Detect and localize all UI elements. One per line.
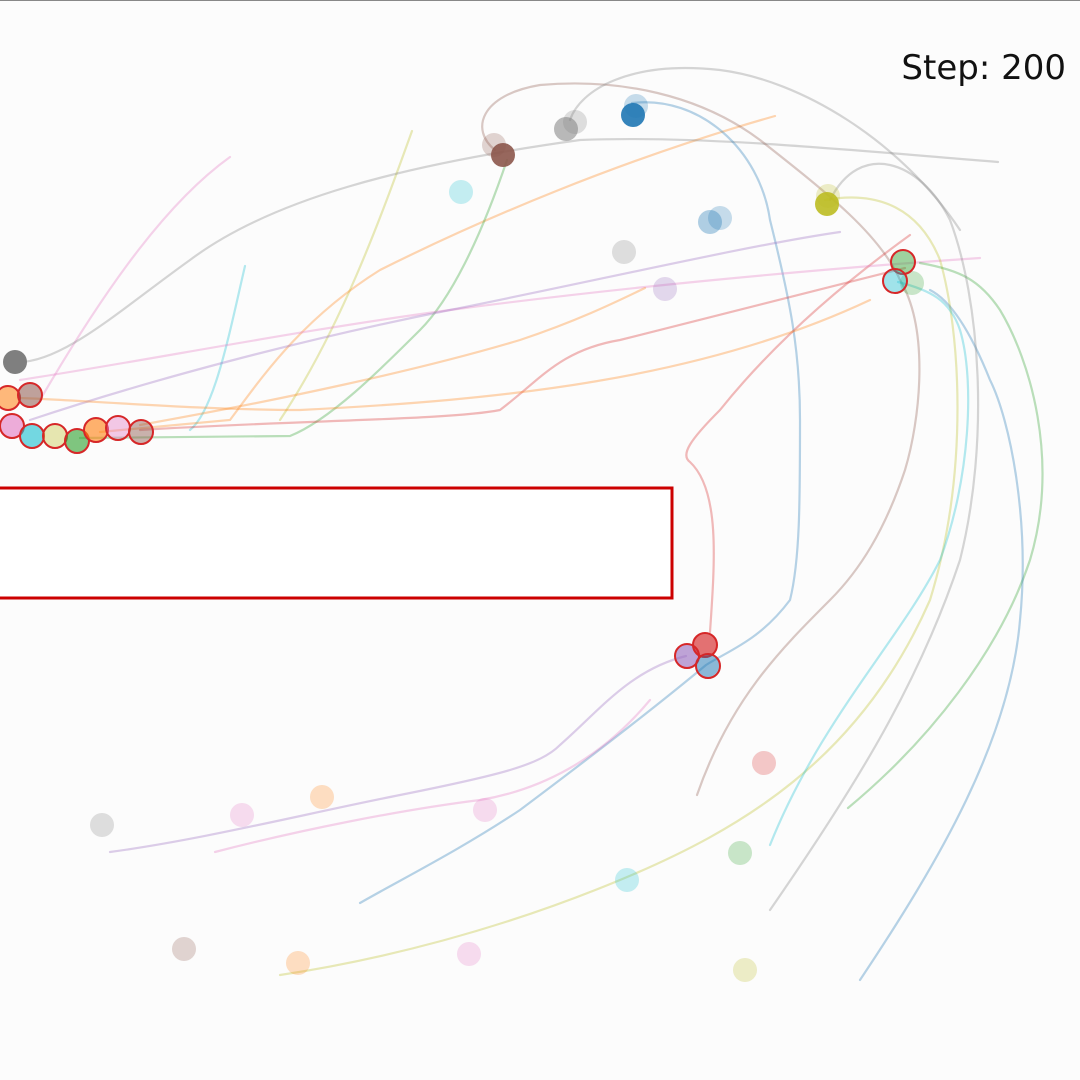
trajectory-trail [768, 162, 980, 912]
trajectory-trail [188, 264, 247, 432]
colliding-agent [19, 423, 45, 449]
trajectory-trail [568, 66, 962, 232]
trajectory-trail [278, 129, 414, 422]
step-counter: Step: 200 [901, 48, 1066, 88]
trajectory-trail [685, 233, 912, 634]
trajectory-trail [846, 261, 1044, 810]
colliding-agent [17, 382, 43, 408]
faded-agent [457, 942, 481, 966]
colliding-agent [128, 419, 154, 445]
faded-agent [449, 180, 473, 204]
colliding-agent [692, 632, 718, 658]
trajectory-trail [18, 256, 982, 382]
trajectory-trail [38, 155, 232, 402]
agents [0, 103, 916, 679]
trajectory-trail [78, 158, 509, 440]
trajectory-trail [481, 82, 921, 797]
colliding-agent [105, 415, 131, 441]
faded-agent [90, 813, 114, 837]
faded-agent [286, 951, 310, 975]
agent [815, 192, 839, 216]
colliding-agent [890, 249, 916, 275]
obstacle-rectangle [0, 486, 674, 600]
frame-top-border [0, 0, 1080, 1]
faded-agent [695, 653, 719, 677]
agent [491, 143, 515, 167]
colliding-agent [64, 428, 90, 454]
colliding-agent [83, 417, 109, 443]
agent [554, 117, 578, 141]
trajectory-trail [28, 230, 842, 422]
trajectory-trail [358, 101, 802, 905]
trajectory-trail [98, 114, 777, 434]
faded-agent [310, 785, 334, 809]
trajectory-trail [108, 654, 688, 854]
colliding-agent [42, 423, 68, 449]
faded-agent [615, 868, 639, 892]
trajectory-trail [278, 196, 959, 977]
trajectory-trail [138, 286, 647, 427]
colliding-agent [0, 385, 21, 411]
agent [698, 210, 722, 234]
trajectory-trail [18, 298, 872, 412]
faded-agent [172, 937, 196, 961]
faded-agent [728, 841, 752, 865]
faded-agent [653, 277, 677, 301]
faded-agent [473, 798, 497, 822]
colliding-agent [695, 653, 721, 679]
trajectory-trails [13, 66, 1044, 982]
trajectory-trail [768, 280, 970, 847]
faded-agent [733, 958, 757, 982]
colliding-agent [882, 268, 908, 294]
faded-agent [230, 803, 254, 827]
trajectory-trail [138, 266, 907, 432]
faded-agent [612, 240, 636, 264]
faded-agent [708, 206, 732, 230]
agent [3, 350, 27, 374]
agent [621, 103, 645, 127]
trajectory-trail [13, 137, 1000, 364]
trajectory-trail [858, 288, 1024, 982]
faded-agent [752, 751, 776, 775]
trajectory-trail [213, 698, 652, 854]
